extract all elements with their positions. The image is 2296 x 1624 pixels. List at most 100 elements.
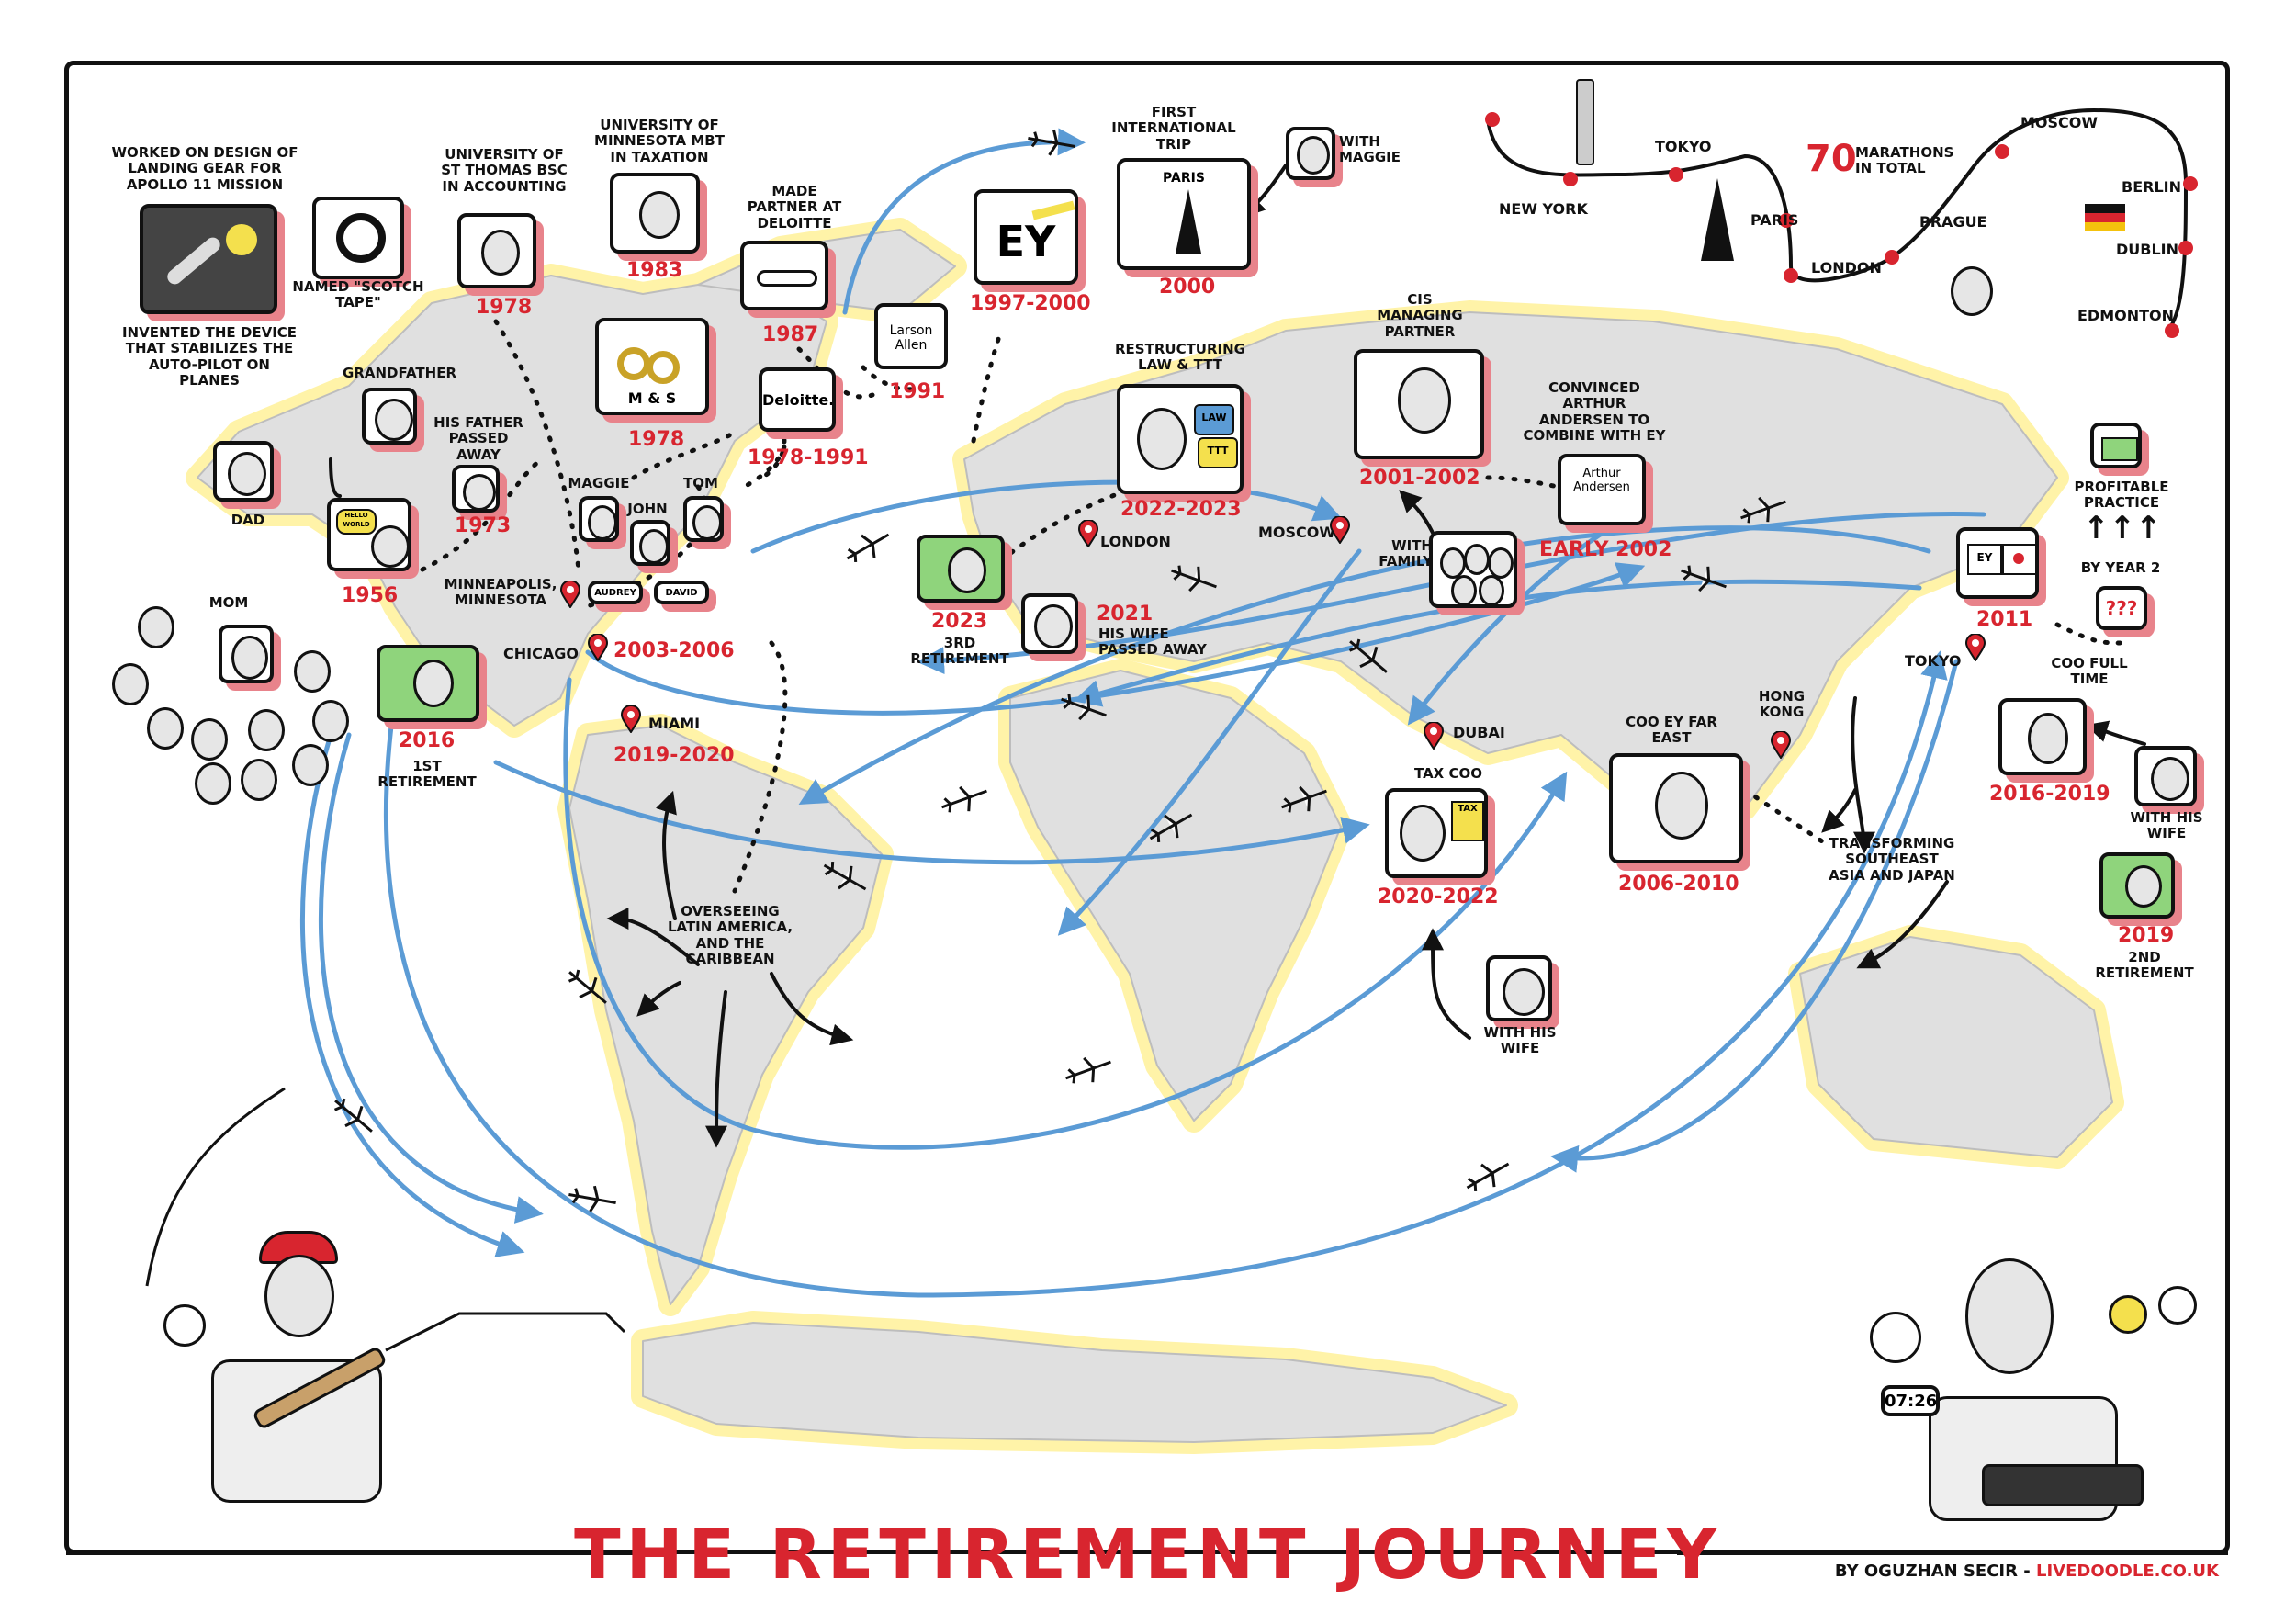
ey-japan-card: EY [1956, 527, 2039, 599]
marathon-berlin: BERLIN [2122, 178, 2181, 196]
deloitte-partner-caption: MADE PARTNER AT DELOITTE [747, 183, 842, 231]
tax-coo-caption: TAX COO [1414, 765, 1482, 782]
minnesota-caption: UNIVERSITY OF MINNESOTA MBT IN TAXATION [594, 117, 725, 165]
john-caption: JOHN [627, 501, 668, 517]
flight-routes [299, 128, 1986, 1298]
wife-passed-caption: HIS WIFE PASSED AWAY [1098, 626, 1207, 659]
baseball-player [239, 1231, 358, 1369]
mom-caption: MOM [208, 594, 249, 611]
cis-card [1354, 349, 1484, 459]
year-2020-2022: 2020-2022 [1378, 885, 1499, 908]
credit-website-link[interactable]: LIVEDOODLE.CO.UK [2035, 1562, 2219, 1581]
year-2022-2023: 2022-2023 [1120, 498, 1242, 521]
profitable-caption: PROFITABLE PRACTICE [2074, 479, 2169, 512]
apollo-caption: WORKED ON DESIGN OF LANDING GEAR FOR APO… [111, 144, 298, 193]
convinced-caption: CONVINCED ARTHUR ANDERSEN TO COMBINE WIT… [1523, 379, 1666, 444]
latam-caption: OVERSEEING LATIN AMERICA, AND THE CARIBB… [667, 903, 793, 967]
scotch-tape-card [312, 197, 404, 279]
grandfather-caption: GRANDFATHER [342, 365, 457, 381]
coo-full-time-caption: COO FULL TIME [2051, 655, 2128, 688]
runner-avatar [1947, 266, 1993, 321]
year-2016-2019: 2016-2019 [1989, 783, 2110, 806]
question-card: ??? [2096, 586, 2147, 630]
marathon-dots [1485, 112, 2198, 338]
credit-line: BY OGUZHAN SECIR - LIVEDOODLE.CO.UK [1835, 1562, 2219, 1581]
japan-flag-icon [2002, 544, 2035, 575]
john-avatar [630, 520, 670, 566]
david-tag: DAVID [654, 581, 709, 604]
first-trip-caption: FIRST INTERNATIONAL TRIP [1111, 104, 1236, 152]
year-1978-1991: 1978-1991 [748, 446, 869, 469]
cla-card: Larson Allen [874, 303, 948, 369]
tom-avatar [683, 496, 724, 542]
year-1991: 1991 [889, 380, 946, 403]
father-avatar [452, 465, 500, 513]
dad-avatar [213, 441, 274, 502]
miami-pin-icon [620, 705, 642, 734]
ey-flag-icon: EY [1967, 544, 2002, 575]
restructuring-card: LAW TTT [1117, 384, 1244, 494]
coo-far-east-card [1609, 753, 1743, 863]
deloitte-card: Deloitte. [759, 367, 836, 432]
dad-caption: DAD [231, 512, 265, 528]
marathon-moscow: MOSCOW [2020, 114, 2099, 131]
ring-icon [647, 351, 680, 384]
paris-card: PARIS [1117, 158, 1251, 270]
m-s-text: M & S [627, 389, 677, 407]
handshake-icon [757, 270, 817, 287]
plane-icons [333, 129, 1786, 1212]
paris-card-label: PARIS [1163, 171, 1205, 186]
ring-icon [617, 347, 650, 380]
rocket-icon [164, 234, 223, 288]
tom-caption: TOM [683, 475, 718, 491]
second-retirement-card [2099, 852, 2175, 919]
year-1973: 1973 [455, 514, 512, 537]
third-retirement-card [917, 535, 1005, 603]
marathon-london: LONDON [1811, 259, 1882, 276]
marathons-count: 70 [1806, 138, 1857, 180]
title-rule-left [66, 1551, 636, 1555]
with-his-wife-dubai-caption: WITH HIS WIFE [1483, 1024, 1557, 1057]
eiffel-tower-icon [1176, 189, 1201, 254]
grandfather-avatar [362, 388, 417, 445]
title-rule-right [1677, 1551, 2228, 1555]
player-body [211, 1359, 382, 1503]
london-pin-icon [1077, 519, 1099, 548]
autopilot-caption: INVENTED THE DEVICE THAT STABILIZES THE … [121, 324, 298, 389]
year-2003-2006: 2003-2006 [613, 639, 735, 662]
restructuring-caption: RESTRUCTURING LAW & TTT [1115, 341, 1245, 374]
transforming-caption: TRANSFORMING SOUTHEAST ASIA AND JAPAN [1829, 835, 1955, 884]
year-2006-2010: 2006-2010 [1618, 873, 1739, 896]
year-1978-a: 1978 [476, 296, 533, 319]
wristwatch-icon [2158, 1286, 2197, 1325]
tax-coo-card: TAX [1385, 788, 1488, 878]
baseball-arc [145, 1087, 626, 1352]
tape-roll-icon [336, 213, 386, 263]
year-1956: 1956 [342, 584, 399, 607]
dotted-links [420, 319, 2124, 894]
with-maggie-caption: WITH MAGGIE [1339, 133, 1401, 166]
tokyo-wife-avatar [2134, 746, 2197, 806]
marathon-edmonton: EDMONTON [2077, 307, 2175, 324]
coo-far-east-caption: COO EY FAR EAST [1626, 714, 1717, 747]
moon-icon [226, 224, 257, 255]
miami-label: MIAMI [648, 715, 701, 732]
maggie-trip-avatar [1286, 127, 1335, 180]
maggie-avatar [579, 496, 619, 542]
year-2000: 2000 [1159, 276, 1216, 299]
minnesota-card [610, 173, 700, 254]
hong-kong-pin-icon [1770, 730, 1792, 760]
money-stack-icon [2090, 423, 2142, 468]
pocket-watch-icon [2109, 1295, 2147, 1334]
year-2011: 2011 [1976, 608, 2033, 631]
year-early-2002: EARLY 2002 [1539, 538, 1672, 561]
marathon-prague: PRAGUE [1919, 213, 1987, 231]
mom-avatar [219, 625, 274, 683]
year-2021: 2021 [1097, 603, 1154, 626]
handshake-card [740, 241, 828, 310]
first-retirement-card [377, 645, 479, 722]
st-thomas-caption: UNIVERSITY OF ST THOMAS BSC IN ACCOUNTIN… [441, 146, 568, 195]
audrey-tag: AUDREY [588, 581, 643, 604]
tax-sheet-icon: TAX [1451, 801, 1484, 841]
